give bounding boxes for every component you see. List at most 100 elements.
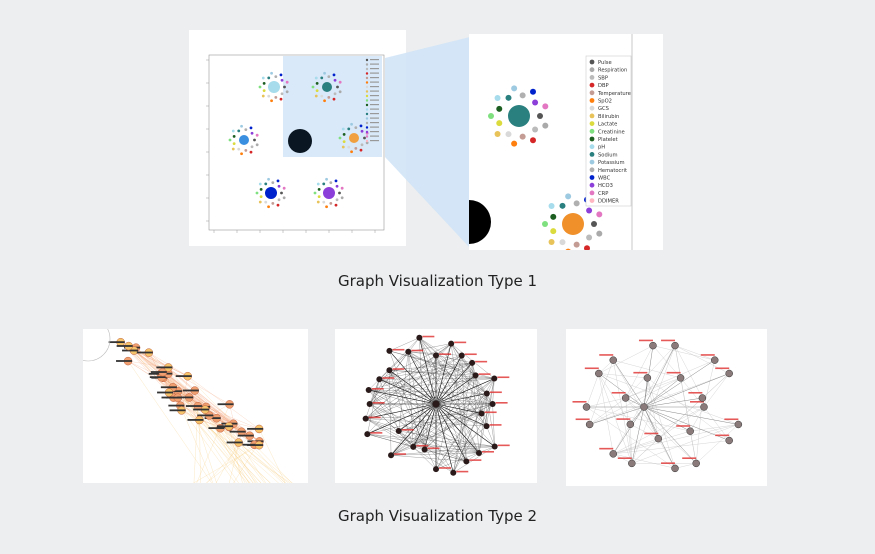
mini-legend-text: [370, 86, 379, 88]
graph-edge: [168, 392, 271, 483]
graph-edge: [598, 373, 739, 425]
legend-marker: [589, 128, 595, 134]
graph-edge: [424, 355, 437, 450]
node-label: [495, 402, 508, 404]
graph-node: [478, 410, 485, 417]
graph-edge: [451, 343, 476, 376]
graph-edge: [398, 403, 493, 432]
graph-edge: [419, 337, 437, 405]
node-label: [116, 360, 133, 362]
cluster-dot: [259, 188, 263, 191]
graph-edge: [168, 367, 257, 483]
node-label: [617, 457, 632, 459]
mini-legend-dot: [365, 94, 369, 98]
node-label: [197, 414, 214, 417]
graph-edge: [647, 377, 676, 469]
cluster-center-node: [562, 213, 584, 235]
cluster-dot: [360, 129, 364, 133]
graph-edge: [690, 424, 739, 432]
graph-node: [450, 469, 457, 476]
graph-node: [734, 420, 743, 429]
node-label: [168, 404, 185, 407]
cluster-dot: [322, 200, 326, 204]
graph-edge: [625, 345, 676, 399]
graph-edge: [413, 403, 437, 448]
graph-node: [448, 340, 455, 347]
legend-label: Bilirubin: [598, 114, 619, 120]
cluster-dot: [530, 137, 536, 144]
node-label: [372, 402, 385, 404]
node-label: [497, 444, 510, 447]
graph-edge: [435, 375, 476, 405]
node-label: [715, 367, 730, 370]
node-cluster: [311, 71, 342, 103]
mini-legend-dot: [365, 90, 369, 93]
cluster-dot: [279, 97, 283, 101]
cluster-dot: [262, 89, 266, 92]
mini-legend-text: [370, 99, 379, 101]
cluster-dot: [519, 133, 526, 140]
graph-edge: [478, 378, 495, 454]
graph-edge: [398, 351, 409, 432]
graph-edge: [398, 413, 482, 432]
node-label: [394, 453, 407, 455]
mini-legend-dot: [365, 85, 369, 89]
graph-edge: [486, 393, 495, 447]
graph-edge: [408, 351, 487, 427]
graph-edge: [631, 406, 645, 464]
node-label: [247, 444, 264, 446]
graph-edge: [391, 455, 467, 462]
node-label: [661, 462, 676, 464]
graph-node: [475, 449, 482, 456]
type1-overview-panel: [189, 30, 406, 246]
mini-legend-dot: [365, 103, 369, 107]
sparse-network-graph: [572, 339, 743, 473]
graph-node: [469, 359, 476, 366]
large-black-node: [469, 200, 491, 244]
graph-edge: [492, 378, 495, 405]
cluster-dot: [283, 85, 286, 89]
graph-edge: [379, 343, 452, 380]
node-label: [156, 366, 173, 369]
node-label: [422, 335, 435, 338]
cluster-dot: [280, 92, 284, 96]
node-label: [150, 371, 167, 373]
graph-node: [364, 431, 371, 438]
caption-type2: Graph Visualization Type 2: [337, 507, 538, 525]
node-label: [439, 353, 451, 355]
node-cluster: [313, 177, 344, 209]
legend-label: HCO3: [598, 183, 613, 189]
graph-edge: [367, 403, 437, 435]
cluster-dot: [335, 184, 339, 188]
caption-type1: Graph Visualization Type 1: [337, 272, 538, 290]
cluster-dot: [315, 82, 319, 85]
cluster-dot: [267, 76, 271, 80]
cluster-dot: [519, 92, 526, 99]
cluster-dot: [249, 126, 253, 130]
cluster-dot: [350, 122, 353, 126]
legend-label: SBP: [598, 75, 608, 81]
cluster-dot: [596, 211, 603, 218]
graph-node: [585, 420, 594, 429]
cluster-dot: [264, 200, 268, 204]
graph-edge: [643, 406, 739, 425]
mini-legend-dot: [365, 130, 369, 134]
cluster-dot: [573, 241, 580, 248]
cluster-dot: [262, 82, 266, 85]
node-label: [497, 376, 510, 379]
mini-legend-text: [370, 63, 379, 65]
cluster-dot: [542, 122, 549, 129]
cluster-dot: [511, 140, 518, 147]
node-label: [187, 419, 204, 421]
graph-edge: [391, 452, 479, 456]
node-label: [136, 351, 153, 354]
hub-node: [640, 403, 648, 411]
mini-legend-dot: [365, 126, 369, 129]
graph-edge: [199, 420, 201, 483]
graph-edge: [419, 337, 487, 394]
graph-edge: [398, 403, 437, 432]
legend-marker: [589, 75, 595, 80]
cluster-dot: [329, 181, 333, 185]
graph-edge: [625, 345, 654, 399]
graph-edge: [674, 345, 703, 399]
